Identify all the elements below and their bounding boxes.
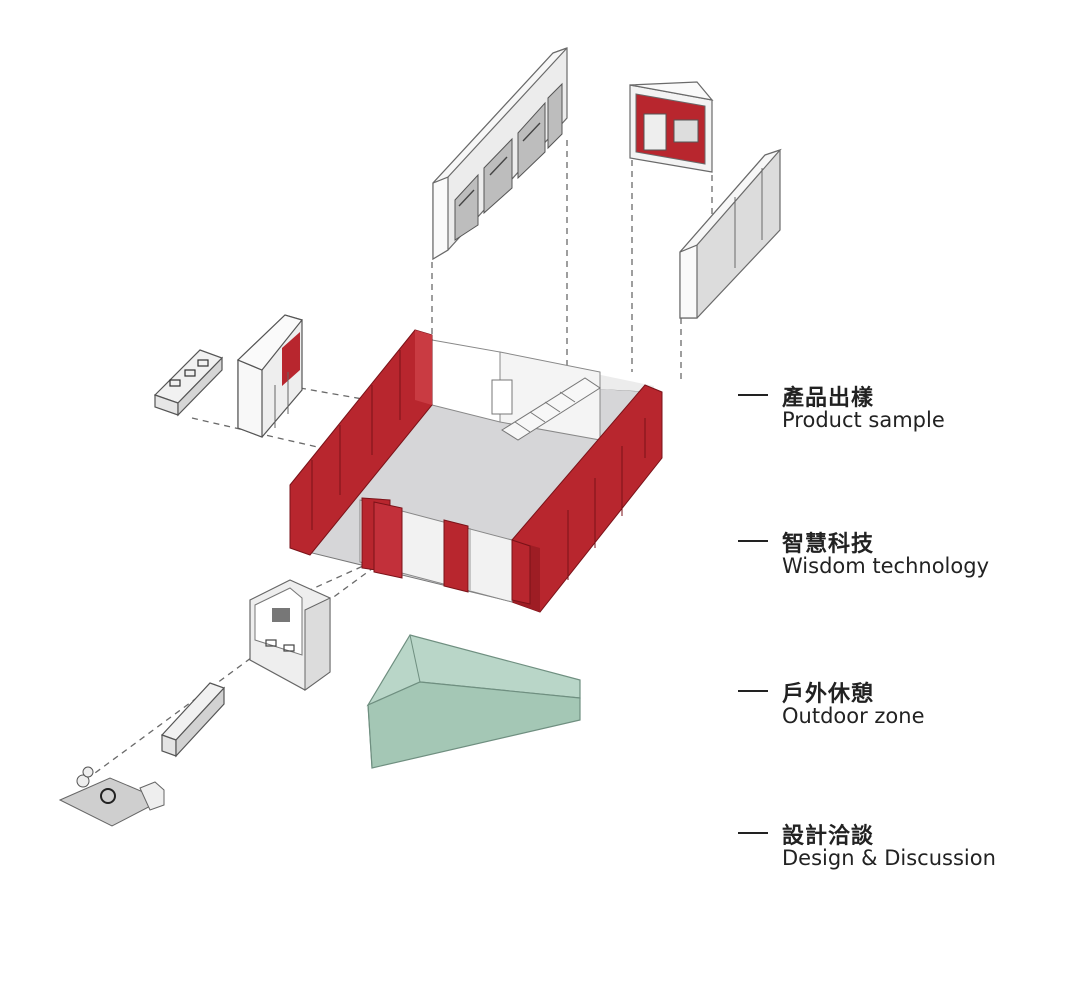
- legend-dash: [738, 832, 768, 834]
- outdoor-bench: [160, 682, 226, 758]
- smart-tech-booth: [249, 579, 331, 691]
- legend-dash: [738, 540, 768, 542]
- legend-en-label: Wisdom technology: [782, 554, 989, 578]
- product-wall-left: [432, 47, 568, 261]
- legend-zh-label: 產品出樣: [782, 386, 875, 411]
- outdoor-zone-volume: [366, 634, 581, 769]
- legend-zh-label: 設計洽談: [782, 824, 875, 849]
- product-wall-right: [679, 148, 782, 319]
- legend-en-label: Outdoor zone: [782, 704, 925, 728]
- legend-dash: [738, 394, 768, 396]
- legend-zh-label: 戶外休憩: [782, 682, 875, 707]
- legend-dash: [738, 690, 768, 692]
- main-room: [289, 329, 663, 613]
- legend-zh-label: 智慧科技: [782, 532, 875, 557]
- kitchen-cabinet: [236, 314, 304, 438]
- discussion-lounge: [58, 766, 165, 827]
- kitchen-island: [153, 349, 224, 417]
- legend-en-label: Product sample: [782, 408, 945, 432]
- legend-en-label: Design & Discussion: [782, 846, 996, 870]
- product-display-box: [629, 81, 714, 173]
